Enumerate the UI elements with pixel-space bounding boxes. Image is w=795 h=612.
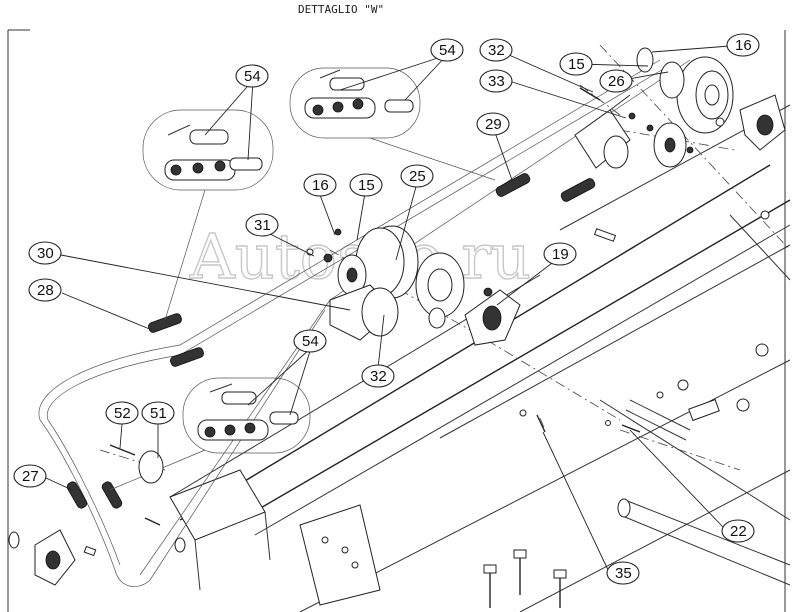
callout-label: 32 xyxy=(488,42,505,59)
chain-segment-29 xyxy=(495,173,596,202)
chassis-frame xyxy=(169,104,791,612)
balloon-27: 27 xyxy=(13,464,47,488)
chain-segment-28 xyxy=(148,313,182,333)
pins xyxy=(519,409,641,433)
callout-label: 54 xyxy=(244,68,261,85)
balloon-54-top: 54 xyxy=(430,38,464,62)
chain-link-detail-top xyxy=(289,67,421,139)
balloon-28: 28 xyxy=(28,278,62,302)
lower-left-parts xyxy=(8,444,186,586)
balloon-15-top: 15 xyxy=(559,52,593,76)
detail-connector-2 xyxy=(369,137,496,181)
balloon-16-top: 16 xyxy=(726,33,760,57)
callout-label: 25 xyxy=(409,168,426,185)
callout-label: 28 xyxy=(37,282,54,299)
chain-link-detail-bottom xyxy=(182,377,311,454)
callout-label: 32 xyxy=(370,368,387,385)
callout-label: 51 xyxy=(150,405,167,422)
middle-sprocket-assembly xyxy=(306,225,521,346)
callout-label: 35 xyxy=(615,565,632,582)
balloon-33: 33 xyxy=(479,69,513,93)
callout-label: 16 xyxy=(312,177,329,194)
callout-label: 52 xyxy=(114,405,131,422)
balloon-54-left: 54 xyxy=(235,64,269,88)
callout-label: 54 xyxy=(302,333,319,350)
callout-label: 54 xyxy=(439,42,456,59)
diagram-title: DETTAGLIO "W" xyxy=(298,3,384,16)
balloon-54-bottom: 54 xyxy=(293,329,327,353)
callout-label: 22 xyxy=(730,523,747,540)
callout-label: 15 xyxy=(568,56,585,73)
balloon-29: 29 xyxy=(476,112,510,136)
balloon-16-mid: 16 xyxy=(303,173,337,197)
balloon-35: 35 xyxy=(606,561,640,585)
balloon-25: 25 xyxy=(400,164,434,188)
leader-lines xyxy=(45,44,744,571)
chain-segment-27 xyxy=(66,481,123,509)
chain-segment-mid xyxy=(170,347,204,367)
balloon-32-mid: 32 xyxy=(361,364,395,388)
balloon-15-mid: 15 xyxy=(349,173,383,197)
detail-connector-1 xyxy=(164,189,206,321)
chain-link-detail-top-left xyxy=(142,109,274,191)
callout-label: 29 xyxy=(485,116,502,133)
callout-label: 31 xyxy=(254,217,271,234)
balloon-19: 19 xyxy=(543,242,577,266)
balloon-26: 26 xyxy=(599,69,633,93)
balloon-30: 30 xyxy=(28,241,62,265)
upper-sprocket-assembly xyxy=(574,47,786,169)
callout-label: 19 xyxy=(552,246,569,263)
callout-label: 27 xyxy=(22,468,39,485)
callout-label: 26 xyxy=(608,73,625,90)
balloon-51: 51 xyxy=(141,401,175,425)
balloon-22: 22 xyxy=(721,519,755,543)
callout-label: 30 xyxy=(37,245,54,262)
callout-label: 16 xyxy=(735,37,752,54)
callout-label: 15 xyxy=(358,177,375,194)
frame-border xyxy=(7,29,786,612)
balloon-52: 52 xyxy=(105,401,139,425)
balloon-32-top: 32 xyxy=(479,38,513,62)
bottom-bolts xyxy=(483,549,567,608)
callout-label: 33 xyxy=(488,73,505,90)
balloon-31: 31 xyxy=(245,213,279,237)
